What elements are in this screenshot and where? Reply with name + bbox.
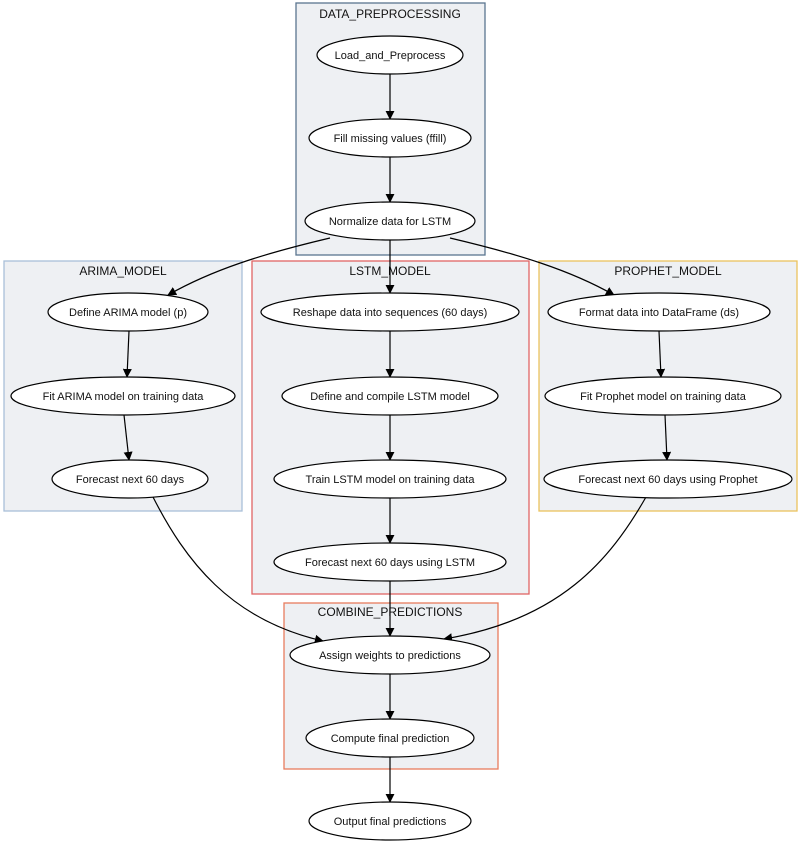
node-arima-define: Define ARIMA model (p) [47,292,209,332]
node-ellipse [547,292,771,332]
node-ellipse [10,376,236,416]
node-normalize: Normalize data for LSTM [304,201,476,241]
node-label: Define ARIMA model (p) [69,307,187,319]
node-label: Compute final prediction [331,733,450,745]
node-label: Output final predictions [334,816,447,828]
edge-arima-fit-to-arima-forecast [123,414,133,461]
cluster-title: DATA_PREPROCESSING [319,7,461,21]
node-ellipse [47,292,209,332]
node-compute: Compute final prediction [305,718,475,758]
node-label: Forecast next 60 days using Prophet [578,474,757,486]
node-ellipse [308,801,472,841]
node-fill: Fill missing values (ffill) [308,118,472,158]
edge-normalize-to-arima-define [167,237,331,296]
edge-arima-forecast-to-assign [152,496,324,644]
node-output: Output final predictions [308,801,472,841]
node-lstm-define: Define and compile LSTM model [281,376,499,416]
node-label: Forecast next 60 days [76,474,185,486]
node-ellipse [51,459,209,499]
node-label: Train LSTM model on training data [306,474,476,486]
node-label: Forecast next 60 days using LSTM [305,557,475,569]
edge-prophet-fit-to-prophet-forecast [662,414,672,461]
node-assign: Assign weights to predictions [289,635,491,675]
node-lstm-forecast: Forecast next 60 days using LSTM [273,542,507,582]
node-load: Load_and_Preprocess [316,35,464,75]
edge-normalize-to-prophet-format [449,237,615,296]
node-label: Fill missing values (ffill) [334,133,447,145]
node-ellipse [544,376,782,416]
node-ellipse [289,635,491,675]
node-prophet-format: Format data into DataFrame (ds) [547,292,771,332]
node-arima-forecast: Forecast next 60 days [51,459,209,499]
node-label: Normalize data for LSTM [329,216,451,228]
node-ellipse [281,376,499,416]
node-arima-fit: Fit ARIMA model on training data [10,376,236,416]
cluster-title: ARIMA_MODEL [79,264,167,278]
cluster-title: PROPHET_MODEL [614,264,722,278]
node-ellipse [305,718,475,758]
node-label: Format data into DataFrame (ds) [579,307,739,319]
node-ellipse [304,201,476,241]
node-ellipse [308,118,472,158]
node-ellipse [273,542,507,582]
node-prophet-fit: Fit Prophet model on training data [544,376,782,416]
node-ellipse [543,459,793,499]
node-label: Fit ARIMA model on training data [43,391,205,403]
node-lstm-reshape: Reshape data into sequences (60 days) [260,292,520,332]
edge-prophet-format-to-prophet-fit [656,330,666,378]
node-ellipse [260,292,520,332]
node-prophet-forecast: Forecast next 60 days using Prophet [543,459,793,499]
node-lstm-train: Train LSTM model on training data [273,459,507,499]
edge-layer [122,74,672,803]
node-label: Define and compile LSTM model [310,391,470,403]
edge-arima-define-to-arima-fit [122,330,132,378]
edge-prophet-forecast-to-assign [443,496,647,643]
node-ellipse [273,459,507,499]
node-label: Assign weights to predictions [319,650,461,662]
node-label: Load_and_Preprocess [335,50,446,62]
node-label: Reshape data into sequences (60 days) [293,307,487,319]
node-label: Fit Prophet model on training data [580,391,747,403]
node-ellipse [316,35,464,75]
